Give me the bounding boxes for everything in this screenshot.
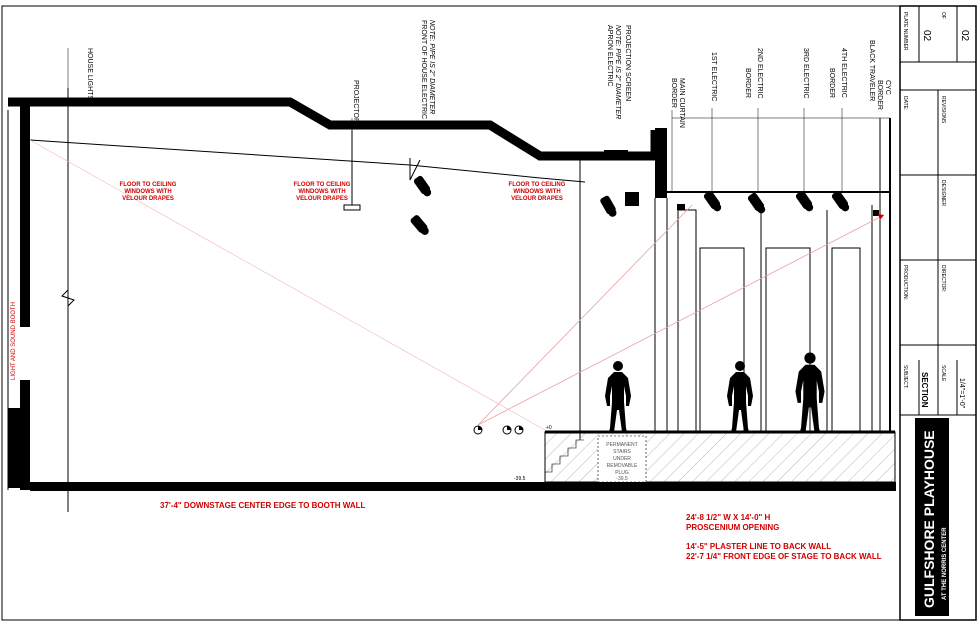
seat-marker-icon [514,425,524,435]
label-black-traveler: BLACK TRAVELER [868,40,875,101]
label-main-curtain: MAIN CURTAIN [678,78,685,128]
svg-text:WINDOWS WITH: WINDOWS WITH [298,189,345,195]
dim-booth: 37'-4" DOWNSTAGE CENTER EDGE TO BOOTH WA… [160,501,366,510]
dim-proscenium-size: 24'-8 1/2" W X 14'-0" H [686,513,771,522]
label-4th-electric: 4TH ELECTRIC [840,48,847,98]
window-note: FLOOR TO CEILING WINDOWS WITH VELOUR DRA… [294,182,351,202]
electric-4-fixture-icon [830,189,852,214]
designer-label: DESIGNER [940,180,946,207]
window-note: FLOOR TO CEILING WINDOWS WITH VELOUR DRA… [120,182,177,202]
electric-1-fixture-icon [702,189,724,214]
scale-value: 1/4"=1'-0" [958,378,965,409]
label-apron-electric: APRON ELECTRIC [606,25,613,86]
proscenium-header [655,128,667,198]
booth-wall-lower [20,380,30,490]
booth-block [8,408,22,488]
foh-fixture-icon [409,213,432,238]
sightline-arrow-icon [878,214,884,220]
roof-profile [8,97,660,161]
title-block-labels: PLATE NUMBER OF DATE: REVISIONS DESIGNER… [902,12,946,389]
ceiling-line [29,139,586,183]
label-border: BORDER [670,78,677,108]
plug-area [597,435,647,483]
traveler-pipe-icon [873,210,879,216]
label-1st-electric: 1ST ELECTRIC [710,52,717,101]
border-main-curtain [677,209,697,433]
svg-text:WINDOWS WITH: WINDOWS WITH [124,189,171,195]
house-floor [30,482,896,491]
label-border-traveler: BORDER [876,80,883,110]
dim-front-edge: 22'-7 1/4" FRONT EDGE OF STAGE TO BACK W… [686,552,882,561]
electric-3-fixture-icon [794,189,816,214]
svg-text:REMOVABLE: REMOVABLE [607,463,638,469]
label-border-4: BORDER [828,68,835,98]
svg-text:VELOUR DRAPES: VELOUR DRAPES [296,196,348,202]
svg-text:VELOUR DRAPES: VELOUR DRAPES [511,196,563,202]
label-house-lights: HOUSE LIGHTS [86,48,93,100]
scale-label: SCALE [940,365,946,382]
subject-label: SUBJECT: [902,365,908,389]
stage-platform [544,431,896,483]
window-note: FLOOR TO CEILING WINDOWS WITH VELOUR DRA… [509,182,566,202]
leader-lines [67,48,843,192]
plate-total: 02 [959,30,970,42]
projection-housing [604,150,628,158]
svg-text:PLUG: PLUG [615,470,629,476]
revisions-label: REVISIONS [940,96,946,124]
of-label: OF [940,12,946,19]
seat-marker-icon [502,425,512,435]
seat-marker-icon [473,425,483,435]
label-foh-note: NOTE: PIPE IS 2" DIAMETER [428,20,435,114]
elev-plug: -39.5 [616,476,628,482]
svg-text:FLOOR TO CEILING: FLOOR TO CEILING [294,182,351,188]
break-mark [61,289,75,307]
label-cyc: CYC [884,80,891,95]
label-2nd-electric: 2ND ELECTRIC [756,48,763,99]
plate-number: 02 [921,30,932,42]
sightline [477,214,885,426]
label-projection-screen: PROJECTION SCREEN [624,25,631,101]
main-curtain-pipe-icon [677,204,685,210]
label-foh-electric: FRONT OF HOUSE ELECTRIC [420,20,427,119]
dim-proscenium-opening: PROSCENIUM OPENING [686,523,779,532]
label-3rd-electric: 3RD ELECTRIC [802,48,809,99]
label-border-2: BORDER [744,68,751,98]
electric-2-fixture-icon [746,191,768,216]
stairs-outline [545,439,584,473]
svg-text:FLOOR TO CEILING: FLOOR TO CEILING [509,182,566,188]
projector-icon [343,204,361,211]
stairs-note: PERMANENT STAIRS UNDER REMOVABLE PLUG [606,442,638,476]
sightline [477,204,693,426]
subject-value: SECTION [920,372,929,408]
border-panel [831,247,861,433]
plate-number-label: PLATE NUMBER [902,12,908,51]
venue-sub: AT THE NORRIS CENTER [942,527,948,600]
svg-text:FLOOR TO CEILING: FLOOR TO CEILING [120,182,177,188]
svg-text:STAIRS: STAIRS [613,449,631,455]
date-label: DATE: [902,96,908,110]
dim-plaster-line: 14'-5" PLASTER LINE TO BACK WALL [686,542,831,551]
label-apron-note: NOTE: PIPE IS 2" DIAMETER [614,25,621,119]
production-label: PRODUCTION: [902,265,908,300]
svg-text:PERMANENT: PERMANENT [606,442,637,448]
venue-logo [915,418,949,616]
elev-minus: -39.5 [514,476,526,482]
human-figure [727,361,753,432]
foh-pipe [409,158,421,181]
svg-text:VELOUR DRAPES: VELOUR DRAPES [122,196,174,202]
director-label: DIRECTOR: [940,265,946,292]
projection-screen-icon [625,192,639,206]
label-booth: LIGHT AND SOUND BOOTH [11,302,17,380]
sightline [29,139,546,431]
booth-wall-upper [20,102,30,327]
label-projector: PROJECTOR [352,80,359,123]
human-figure [605,361,631,432]
apron-fixture-icon [599,194,619,219]
elev-zero: +0 [546,425,552,431]
svg-text:WINDOWS WITH: WINDOWS WITH [513,189,560,195]
venue-name: GULFSHORE PLAYHOUSE [921,430,937,608]
foh-fixture-icon [412,174,434,199]
svg-text:UNDER: UNDER [613,456,631,462]
